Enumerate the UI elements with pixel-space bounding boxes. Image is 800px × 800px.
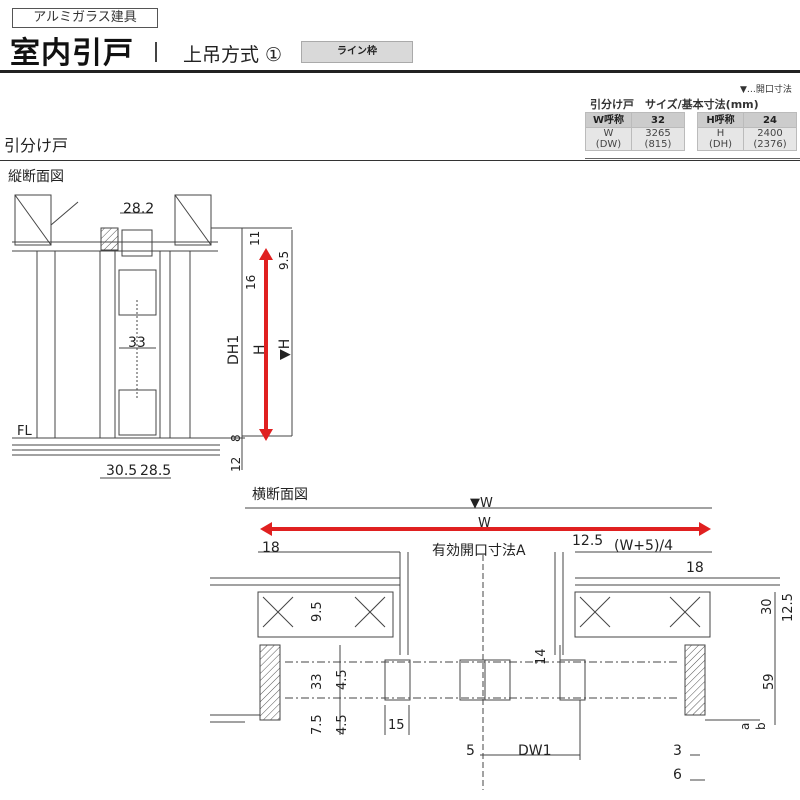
dim-28-2: 28.2 — [123, 201, 155, 217]
horizontal-section-label: 横断面図 — [252, 487, 308, 503]
effective-opening-label: 有効開口寸法A — [432, 543, 526, 559]
dim-33-h: 33 — [310, 673, 325, 690]
dim-6: 6 — [673, 767, 682, 783]
dim-w-open: ▼W — [470, 496, 493, 511]
dim-12-5-right: 12.5 — [781, 593, 796, 622]
horizontal-section — [210, 507, 780, 790]
subtitle: 上吊方式 ① — [183, 44, 283, 66]
dim-dw1: DW1 — [518, 743, 552, 759]
header-divider — [0, 70, 800, 73]
legend: ▼…開口寸法 — [740, 82, 792, 95]
dim-7-5: 7.5 — [310, 714, 325, 735]
dim-16: 16 — [244, 274, 258, 290]
dim-dh1: DH1 — [226, 334, 242, 365]
vertical-section-label: 縦断面図 — [8, 169, 64, 185]
dim-b: b — [754, 722, 768, 730]
dim-w: W — [478, 516, 491, 531]
dim-4-5b: 4.5 — [335, 714, 350, 735]
w-dim-sub: (DW) — [595, 139, 622, 150]
dim-3: 3 — [673, 743, 682, 759]
dim-33-v: 33 — [128, 335, 146, 351]
dim-30-5: 30.5 — [106, 463, 138, 479]
floor-line-label: FL — [17, 424, 32, 439]
dim-9-5-h: 9.5 — [310, 601, 325, 622]
h-dim-label: H — [716, 128, 725, 139]
title-separator — [155, 42, 157, 62]
dim-28-5: 28.5 — [140, 463, 172, 479]
spec-table-title: 引分け戸 サイズ/基本寸法(mm) — [590, 98, 759, 111]
vertical-section — [12, 194, 293, 479]
dim-18-left: 18 — [262, 540, 280, 556]
dim-15: 15 — [388, 718, 405, 733]
dim-a: a — [738, 722, 752, 730]
dim-9-5-v: 9.5 — [277, 250, 291, 270]
dim-18-right: 18 — [686, 560, 704, 576]
dim-5: 5 — [466, 743, 475, 759]
dim-12-5: 12.5 — [572, 533, 604, 549]
dim-11: 11 — [248, 230, 262, 246]
dim-h: H — [252, 344, 268, 355]
section-title: 引分け戸 — [4, 136, 69, 155]
h-arrow-up-icon — [259, 248, 273, 260]
w-dim-sub-value: (815) — [644, 139, 672, 150]
dim-14: 14 — [534, 648, 549, 665]
frame-type-button[interactable]: ライン枠 — [301, 41, 413, 63]
category-label: アルミガラス建具 — [12, 8, 158, 28]
dim-30: 30 — [760, 598, 775, 615]
dim-12: 12 — [229, 456, 243, 472]
dim-formula: (W+5)/4 — [614, 538, 674, 554]
dim-59: 59 — [762, 673, 777, 690]
dim-8: 8 — [229, 434, 243, 442]
dim-4-5a: 4.5 — [335, 669, 350, 690]
w-arrow-left-icon — [260, 522, 272, 536]
h-dim-sub: (DH) — [708, 139, 733, 150]
w-dim-value: 3265 — [645, 128, 671, 139]
h-label: H呼称 — [697, 112, 744, 128]
legend-text: …開口寸法 — [746, 85, 792, 95]
w-arrow-right-icon — [699, 522, 711, 536]
triangle-marker-icon: ▼ — [740, 85, 747, 95]
table-divider — [585, 158, 800, 159]
h-dim-sub-value: (2376) — [753, 139, 787, 150]
section-divider — [0, 160, 800, 161]
dim-h-open: ▼H — [277, 338, 293, 360]
w-dim-label: W — [603, 128, 614, 139]
h-dim-value: 2400 — [757, 128, 783, 139]
h-arrow-down-icon — [259, 429, 273, 441]
page-title: 室内引戸 — [10, 36, 134, 71]
